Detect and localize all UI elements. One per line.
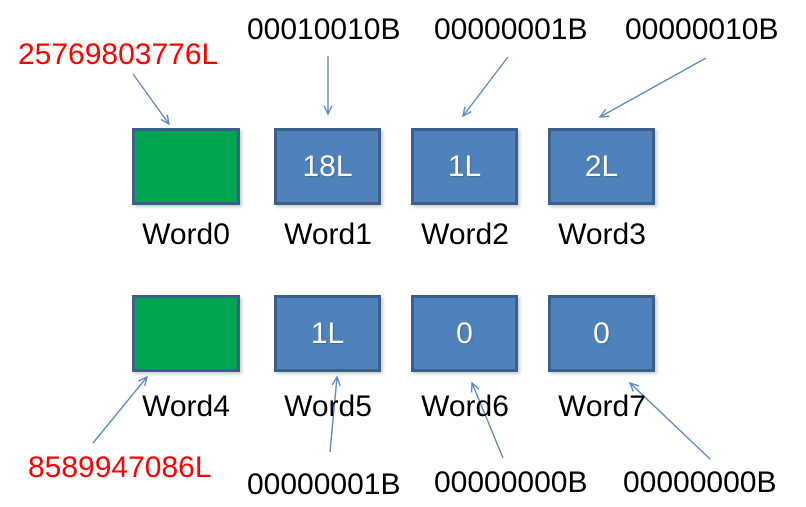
word2-binary-label: 00000001B	[434, 13, 588, 46]
word4-label: Word4	[142, 390, 230, 423]
word7-value: 0	[593, 316, 610, 350]
word0-address-label: 25769803776L	[18, 38, 219, 71]
word0-label: Word0	[142, 218, 230, 251]
word3-binary-label: 00000010B	[625, 13, 779, 46]
word2-label: Word2	[421, 218, 509, 251]
word4-box	[132, 295, 240, 372]
word5-binary-label: 00000001B	[247, 468, 401, 501]
word3-label: Word3	[558, 218, 646, 251]
word4-address-label: 8589947086L	[28, 451, 212, 484]
word7-binary-label: 00000000B	[623, 466, 777, 499]
word1-value: 18L	[302, 149, 353, 183]
word0-box	[132, 128, 240, 205]
word2-box: 1L	[411, 128, 518, 205]
arrow-word0-address	[132, 73, 169, 124]
word2-value: 1L	[447, 149, 482, 183]
word5-value: 1L	[310, 316, 345, 350]
word1-binary-label: 00010010B	[247, 13, 401, 46]
word6-binary-label: 00000000B	[434, 466, 588, 499]
arrow-word3-binary	[600, 57, 707, 117]
word6-label: Word6	[421, 390, 509, 423]
word1-label: Word1	[284, 218, 372, 251]
word7-box: 0	[548, 295, 655, 372]
word6-value: 0	[456, 316, 473, 350]
arrow-word2-binary	[463, 56, 509, 116]
word1-box: 18L	[274, 128, 381, 205]
word7-label: Word7	[558, 390, 646, 423]
word5-box: 1L	[274, 295, 381, 372]
word3-value: 2L	[584, 149, 619, 183]
word3-box: 2L	[548, 128, 655, 205]
word5-label: Word5	[284, 390, 372, 423]
word6-box: 0	[411, 295, 518, 372]
